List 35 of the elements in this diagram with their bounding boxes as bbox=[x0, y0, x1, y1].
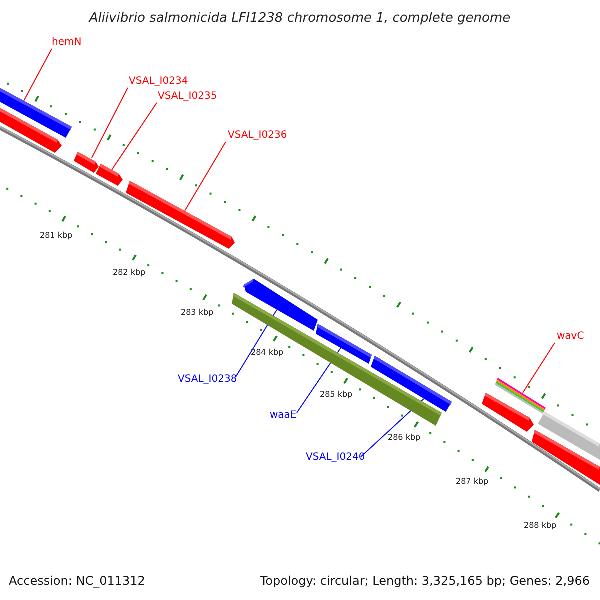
leader-line bbox=[112, 102, 158, 170]
gene-feature bbox=[96, 164, 123, 186]
footer-text: Topology: circular; Length: 3,325,165 bp; Genes: 2,966 bbox=[260, 574, 590, 588]
scale-label: 285 kbp bbox=[320, 390, 353, 400]
gene-label: hemN bbox=[52, 37, 82, 49]
gene-label: VSAL_I0236 bbox=[228, 130, 288, 142]
scale-label: 286 kbp bbox=[388, 433, 421, 443]
gene-feature bbox=[126, 181, 235, 249]
gene-label: VSAL_I0235 bbox=[158, 91, 218, 103]
gene-label: waaE bbox=[270, 410, 297, 422]
scale-label: 281 kbp bbox=[40, 231, 73, 241]
gene-feature bbox=[74, 152, 99, 173]
scale-label: 283 kbp bbox=[181, 308, 214, 318]
gene-label: VSAL_I0240 bbox=[306, 452, 366, 464]
gene-feature bbox=[0, 108, 62, 153]
footer-text: Accession: NC_011312 bbox=[9, 574, 146, 588]
diagram-title: Aliivibrio salmonicida LFI1238 chromosome 1, complete genome bbox=[88, 10, 512, 28]
scale-label: 284 kbp bbox=[251, 348, 284, 358]
gene-feature bbox=[495, 378, 546, 414]
scale-label: 282 kbp bbox=[113, 268, 146, 278]
scale-label: 288 kbp bbox=[524, 521, 557, 531]
leader-line bbox=[522, 342, 556, 394]
gene-feature bbox=[482, 393, 534, 432]
gene-feature bbox=[243, 279, 318, 331]
gene-label: wavC bbox=[557, 331, 584, 343]
gene-feature bbox=[371, 356, 452, 412]
gene-label: VSAL_I0234 bbox=[129, 76, 188, 88]
scale-label: 287 kbp bbox=[456, 477, 489, 487]
gene-feature bbox=[316, 324, 372, 364]
gene-feature bbox=[532, 430, 600, 485]
leader-line bbox=[184, 142, 226, 212]
gene-label: VSAL_I0238 bbox=[178, 374, 238, 386]
leader-line bbox=[236, 310, 278, 378]
leader-line bbox=[92, 88, 128, 158]
leader-line bbox=[24, 48, 52, 102]
